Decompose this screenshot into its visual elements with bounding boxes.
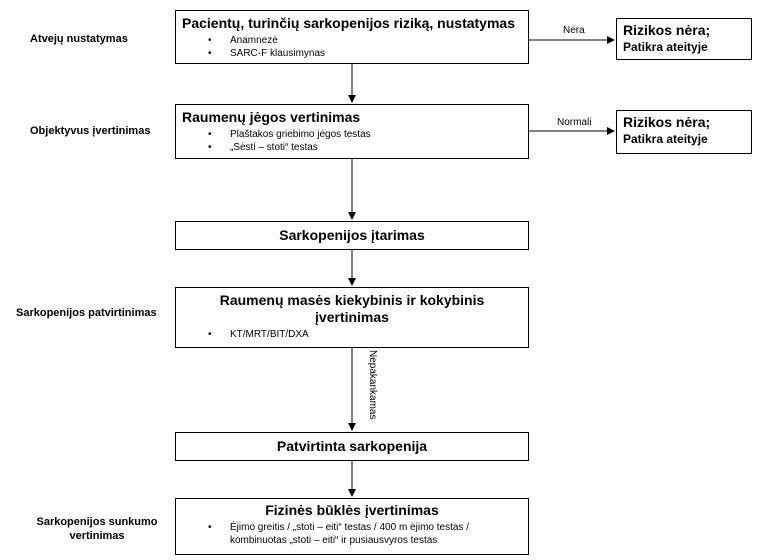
box-risk-identification: Pacientų, turinčių sarkopenijos riziką, … (175, 10, 529, 64)
box-mass-list: KT/MRT/BIT/DXA (182, 328, 522, 341)
box-muscle-strength: Raumenų jėgos vertinimas Plaštakos grieb… (175, 104, 529, 159)
stage-label-case-finding: Atvejų nustatymas (30, 33, 128, 45)
no-risk-1-line2: Patikra ateityje (623, 40, 708, 54)
box-suspicion-title: Sarkopenijos įtarimas (279, 227, 425, 243)
list-item: „Sėsti – stoti“ testas (208, 141, 522, 154)
edge-label-insufficient: Nepakankamas (367, 350, 378, 420)
no-risk-2-line1: Rizikos nėra; (623, 114, 711, 130)
list-item: KT/MRT/BIT/DXA (208, 328, 522, 341)
no-risk-1-line1: Rizikos nėra; (623, 22, 711, 38)
box-sarcopenia-suspicion: Sarkopenijos įtarimas (175, 221, 529, 250)
box-physical-title: Fizinės būklės įvertinimas (265, 502, 439, 518)
box-physical-list: Ėjimo greitis / „stoti – eiti“ testas / … (182, 521, 522, 547)
box-mass-title-line1: Raumenų masės kiekybinis ir kokybinis (219, 292, 485, 308)
box-strength-title: Raumenų jėgos vertinimas (182, 109, 361, 125)
edge-label-none: Nėra (563, 25, 585, 36)
stage-label-confirmation: Sarkopenijos patvirtinimas (16, 307, 157, 319)
stage-label-assessment: Objektyvus įvertinimas (30, 125, 151, 137)
edge-label-normal: Normali (557, 117, 592, 128)
box-no-risk-2: Rizikos nėra; Patikra ateityje (616, 110, 752, 154)
box-physical-performance: Fizinės būklės įvertinimas Ėjimo greitis… (175, 498, 529, 555)
box-confirmed-title: Patvirtinta sarkopenija (276, 438, 428, 454)
list-item: Anamnezė (208, 34, 522, 47)
box-muscle-mass: Raumenų masės kiekybinis ir kokybinis įv… (175, 287, 529, 348)
list-item: Plaštakos griebimo jėgos testas (208, 128, 522, 141)
box-confirmed-sarcopenia: Patvirtinta sarkopenija (175, 432, 529, 461)
list-item: Ėjimo greitis / „stoti – eiti“ testas / … (208, 521, 522, 547)
list-item: SARC-F klausimynas (208, 47, 522, 60)
box-risk-list: Anamnezė SARC-F klausimynas (182, 34, 522, 60)
box-no-risk-1: Rizikos nėra; Patikra ateityje (616, 18, 752, 60)
no-risk-2-line2: Patikra ateityje (623, 132, 708, 146)
stage-label-severity: Sarkopenijos sunkumo vertinimas (36, 516, 158, 542)
box-mass-title-line2: įvertinimas (315, 309, 389, 325)
box-strength-list: Plaštakos griebimo jėgos testas „Sėsti –… (182, 128, 522, 154)
box-risk-title: Pacientų, turinčių sarkopenijos riziką, … (182, 15, 515, 31)
